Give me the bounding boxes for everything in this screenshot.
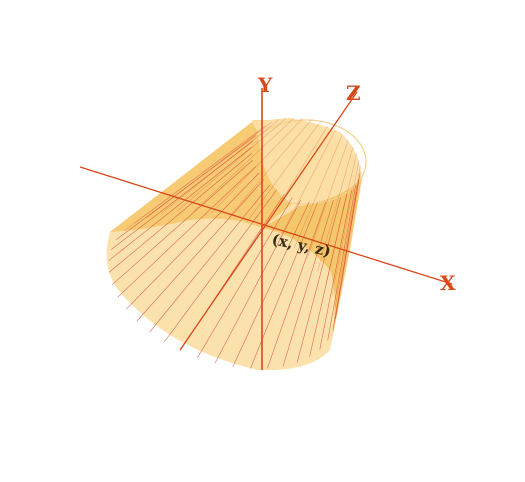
ruling-line: [319, 189, 353, 350]
ruling-line: [309, 194, 347, 357]
ruling-line: [110, 140, 254, 250]
ruling-line: [149, 184, 271, 333]
ruling-line: [176, 118, 287, 212]
ruling-line: [108, 146, 253, 261]
z-axis-label: Z: [346, 81, 361, 105]
ruling-line: [117, 166, 256, 298]
ruling-line: [325, 153, 357, 283]
ruling-line: [136, 178, 265, 322]
ruling-line: [332, 179, 359, 331]
ruling-line: [164, 189, 277, 343]
ruling-line: [282, 200, 334, 367]
x-axis-label: X: [440, 271, 456, 295]
frustum-ruling-lines: [108, 117, 361, 369]
ruling-line: [197, 197, 293, 358]
ruling-line: [124, 129, 261, 231]
ruling-line: [125, 172, 260, 310]
ruling-line: [228, 119, 312, 218]
ruling-line: [193, 117, 295, 212]
ruling-line: [331, 159, 360, 296]
y-axis-label: Y: [257, 73, 273, 97]
ruling-line: [134, 125, 266, 224]
frustum-top-rim: [245, 119, 367, 205]
ruling-line: [267, 201, 327, 369]
ruling-line: [232, 201, 310, 367]
ruling-line: [317, 146, 354, 271]
ruling-line: [335, 172, 361, 320]
ruling-line: [111, 159, 254, 286]
z-axis-line: [179, 91, 358, 351]
ruling-line: [296, 197, 341, 363]
frustum-shaded-band: [110, 122, 292, 232]
ruling-line: [116, 134, 257, 240]
ruling-line: [108, 153, 252, 273]
ruling-line: [214, 199, 301, 364]
ruling-line: [306, 140, 349, 260]
ruling-line: [334, 166, 361, 308]
ruling-line: [279, 130, 336, 239]
ruling-line: [210, 118, 303, 214]
ruling-line: [327, 184, 357, 341]
frustum-body: [106, 118, 363, 371]
ruling-line: [146, 122, 272, 218]
ruling-line: [246, 122, 320, 223]
axes: [79, 88, 453, 370]
ruling-line: [294, 135, 343, 249]
